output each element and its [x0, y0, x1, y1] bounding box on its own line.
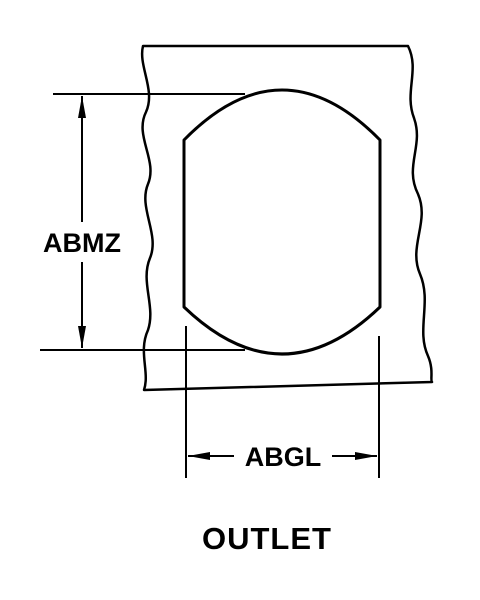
diagram-title: OUTLET	[202, 521, 332, 556]
outlet-opening	[182, 88, 382, 356]
height-label: ABMZ	[43, 228, 121, 258]
height-arrow-top	[78, 96, 86, 118]
width-label: ABGL	[245, 442, 322, 472]
plate-outline	[140, 44, 434, 392]
height-dimension: ABMZ	[40, 93, 245, 351]
width-arrow-right	[355, 452, 377, 460]
width-dimension: ABGL	[185, 326, 380, 478]
height-arrow-bottom	[78, 326, 86, 348]
width-arrow-left	[188, 452, 210, 460]
